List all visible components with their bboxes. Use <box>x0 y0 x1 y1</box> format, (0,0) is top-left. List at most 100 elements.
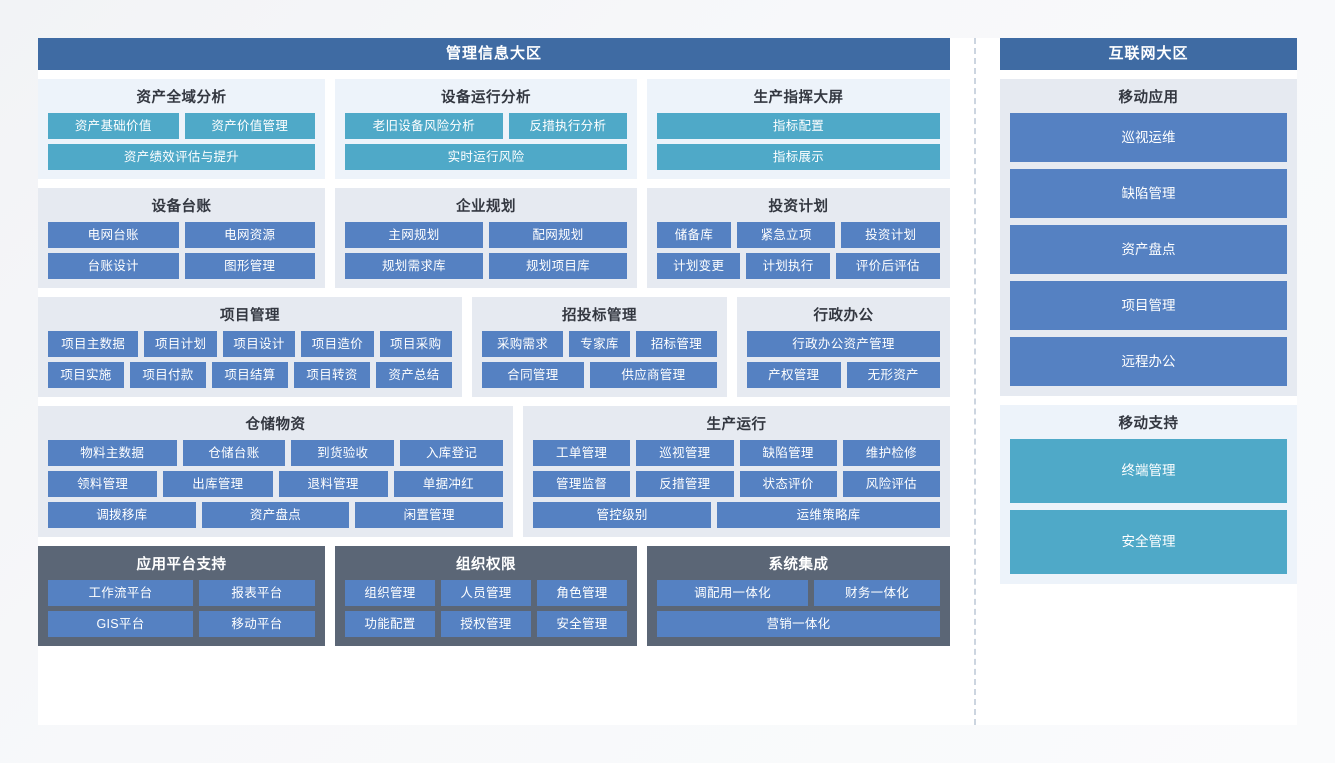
module-tile[interactable]: GIS平台 <box>48 611 193 637</box>
module-tile[interactable]: 人员管理 <box>441 580 531 606</box>
module-tile[interactable]: 资产绩效评估与提升 <box>48 144 315 170</box>
module-tile[interactable]: 项目实施 <box>48 362 124 388</box>
right-region-header: 互联网大区 <box>1000 38 1297 70</box>
module-tile[interactable]: 实时运行风险 <box>345 144 627 170</box>
group-行政办公: 行政办公行政办公资产管理产权管理无形资产 <box>737 297 950 397</box>
module-tile[interactable]: 储备库 <box>657 222 731 248</box>
module-tile[interactable]: 合同管理 <box>482 362 584 388</box>
module-tile[interactable]: 功能配置 <box>345 611 435 637</box>
group-title: 行政办公 <box>813 308 874 324</box>
band-ledger-planning: 设备台账电网台账电网资源台账设计图形管理企业规划主网规划配网规划规划需求库规划项… <box>38 188 950 288</box>
module-tile[interactable]: 计划执行 <box>746 253 830 279</box>
module-tile[interactable]: 工单管理 <box>533 440 631 466</box>
group-移动应用: 移动应用巡视运维缺陷管理资产盘点项目管理远程办公 <box>1000 79 1297 396</box>
module-tile[interactable]: 投资计划 <box>841 222 940 248</box>
module-tile[interactable]: 规划项目库 <box>489 253 627 279</box>
group-title: 企业规划 <box>456 199 516 215</box>
module-tile[interactable]: 出库管理 <box>163 471 273 497</box>
module-tile[interactable]: 单据冲红 <box>393 471 503 497</box>
module-tile[interactable]: 计划变更 <box>657 253 741 279</box>
module-tile[interactable]: 到货验收 <box>291 440 395 466</box>
module-tile[interactable]: 风险评估 <box>842 471 940 497</box>
module-tile[interactable]: 状态评价 <box>739 471 837 497</box>
module-tile[interactable]: 维护检修 <box>842 440 940 466</box>
module-tile[interactable]: 工作流平台 <box>48 580 193 606</box>
module-tile[interactable]: 调配用一体化 <box>657 580 809 606</box>
module-tile[interactable]: 项目采购 <box>379 331 452 357</box>
tile-row: 调配用一体化财务一体化 <box>657 580 940 606</box>
module-tile[interactable]: 紧急立项 <box>736 222 836 248</box>
module-tile[interactable]: 配网规划 <box>489 222 627 248</box>
module-tile[interactable]: 电网台账 <box>48 222 179 248</box>
module-tile[interactable]: 缺陷管理 <box>1010 169 1287 218</box>
module-tile[interactable]: 调拨移库 <box>48 502 196 528</box>
module-tile[interactable]: 反措执行分析 <box>508 113 627 139</box>
module-tile[interactable]: 无形资产 <box>846 362 940 388</box>
tile-row: 实时运行风险 <box>345 144 627 170</box>
architecture-diagram-card: 管理信息大区 资产全域分析资产基础价值资产价值管理资产绩效评估与提升设备运行分析… <box>38 38 1297 725</box>
module-tile[interactable]: 角色管理 <box>537 580 627 606</box>
module-tile[interactable]: 领料管理 <box>48 471 158 497</box>
module-tile[interactable]: 专家库 <box>569 331 630 357</box>
module-tile[interactable]: 产权管理 <box>747 362 841 388</box>
module-tile[interactable]: 评价后评估 <box>835 253 940 279</box>
module-tile[interactable]: 移动平台 <box>198 611 315 637</box>
group-组织权限: 组织权限组织管理人员管理角色管理功能配置授权管理安全管理 <box>335 546 637 646</box>
module-tile[interactable]: 项目转资 <box>294 362 370 388</box>
module-tile[interactable]: 规划需求库 <box>345 253 483 279</box>
module-tile[interactable]: 资产基础价值 <box>48 113 179 139</box>
module-tile[interactable]: 远程办公 <box>1010 337 1287 386</box>
module-tile[interactable]: 供应商管理 <box>589 362 717 388</box>
module-tile[interactable]: 组织管理 <box>345 580 435 606</box>
module-tile[interactable]: 项目计划 <box>144 331 217 357</box>
module-tile[interactable]: 项目主数据 <box>48 331 139 357</box>
module-tile[interactable]: 项目管理 <box>1010 281 1287 330</box>
tile-row: GIS平台移动平台 <box>48 611 315 637</box>
module-tile[interactable]: 入库登记 <box>400 440 503 466</box>
module-tile[interactable]: 报表平台 <box>198 580 315 606</box>
module-tile[interactable]: 资产总结 <box>376 362 452 388</box>
module-tile[interactable]: 巡视运维 <box>1010 113 1287 162</box>
tile-row: 管控级别运维策略库 <box>533 502 940 528</box>
module-tile[interactable]: 招标管理 <box>635 331 717 357</box>
module-tile[interactable]: 行政办公资产管理 <box>747 331 940 357</box>
tile-row: 项目实施项目付款项目结算项目转资资产总结 <box>48 362 452 388</box>
module-tile[interactable]: 安全管理 <box>1010 510 1287 574</box>
module-tile[interactable]: 管控级别 <box>533 502 712 528</box>
module-tile[interactable]: 运维策略库 <box>717 502 940 528</box>
module-tile[interactable]: 项目结算 <box>212 362 288 388</box>
module-tile[interactable]: 电网资源 <box>184 222 315 248</box>
module-tile[interactable]: 财务一体化 <box>814 580 940 606</box>
tile-row: 管理监督反措管理状态评价风险评估 <box>533 471 940 497</box>
group-title: 资产全域分析 <box>136 90 227 106</box>
module-tile[interactable]: 终端管理 <box>1010 439 1287 503</box>
module-tile[interactable]: 老旧设备风险分析 <box>345 113 503 139</box>
module-tile[interactable]: 台账设计 <box>48 253 179 279</box>
module-tile[interactable]: 资产盘点 <box>201 502 350 528</box>
module-tile[interactable]: 指标配置 <box>657 113 940 139</box>
module-tile[interactable]: 安全管理 <box>537 611 627 637</box>
module-tile[interactable]: 管理监督 <box>533 471 631 497</box>
module-tile[interactable]: 资产价值管理 <box>184 113 315 139</box>
module-tile[interactable]: 授权管理 <box>441 611 531 637</box>
module-tile[interactable]: 仓储台账 <box>182 440 286 466</box>
module-tile[interactable]: 营销一体化 <box>657 611 940 637</box>
module-tile[interactable]: 项目付款 <box>130 362 206 388</box>
module-tile[interactable]: 巡视管理 <box>636 440 734 466</box>
module-tile[interactable]: 主网规划 <box>345 222 483 248</box>
module-tile[interactable]: 资产盘点 <box>1010 225 1287 274</box>
module-tile[interactable]: 物料主数据 <box>48 440 177 466</box>
module-tile[interactable]: 退料管理 <box>278 471 388 497</box>
module-tile[interactable]: 缺陷管理 <box>739 440 837 466</box>
module-tile[interactable]: 采购需求 <box>482 331 564 357</box>
module-tile[interactable]: 闲置管理 <box>355 502 504 528</box>
tile-row: 计划变更计划执行评价后评估 <box>657 253 940 279</box>
module-tile[interactable]: 反措管理 <box>636 471 734 497</box>
group-title: 移动支持 <box>1118 416 1179 432</box>
group-title: 系统集成 <box>768 557 829 573</box>
module-tile[interactable]: 项目设计 <box>222 331 296 357</box>
module-tile[interactable]: 图形管理 <box>184 253 315 279</box>
module-tile[interactable]: 项目造价 <box>301 331 374 357</box>
module-tile[interactable]: 指标展示 <box>657 144 940 170</box>
